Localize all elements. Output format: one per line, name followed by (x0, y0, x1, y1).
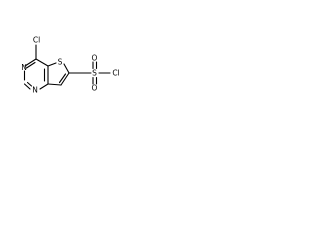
bond-c4a-c4 (35, 58, 49, 67)
bond-c2-n1-double (26, 81, 33, 87)
structure-canvas: Cl N N S S O O Cl (0, 0, 152, 152)
bond-c4-n3-double (25, 61, 36, 69)
atom-s-ring: S (58, 58, 63, 67)
bond-c2-n1 (23, 83, 31, 90)
atom-n-lower: N (32, 86, 38, 95)
molecule-diagram: Cl N N S S O O Cl (21, 36, 119, 95)
atom-o-top: O (92, 54, 98, 63)
bond-c6-c7 (60, 72, 70, 86)
bonds (23, 44, 111, 90)
bond-n1-c7a (39, 83, 49, 90)
atom-cl-top: Cl (33, 36, 40, 45)
bond-s1-c6 (63, 63, 70, 74)
bond-c7-c7a (47, 83, 62, 86)
bond-c6-c7-double (58, 73, 67, 84)
bond-c4a-s1 (47, 62, 57, 67)
atom-cl-right: Cl (112, 69, 119, 78)
bond-c4-n3 (24, 58, 37, 67)
atom-labels: Cl N N S S O O Cl (21, 36, 119, 95)
atom-o-bottom: O (92, 84, 98, 93)
atom-n-upper: N (21, 63, 27, 72)
atom-s-sulfonyl: S (92, 69, 97, 78)
